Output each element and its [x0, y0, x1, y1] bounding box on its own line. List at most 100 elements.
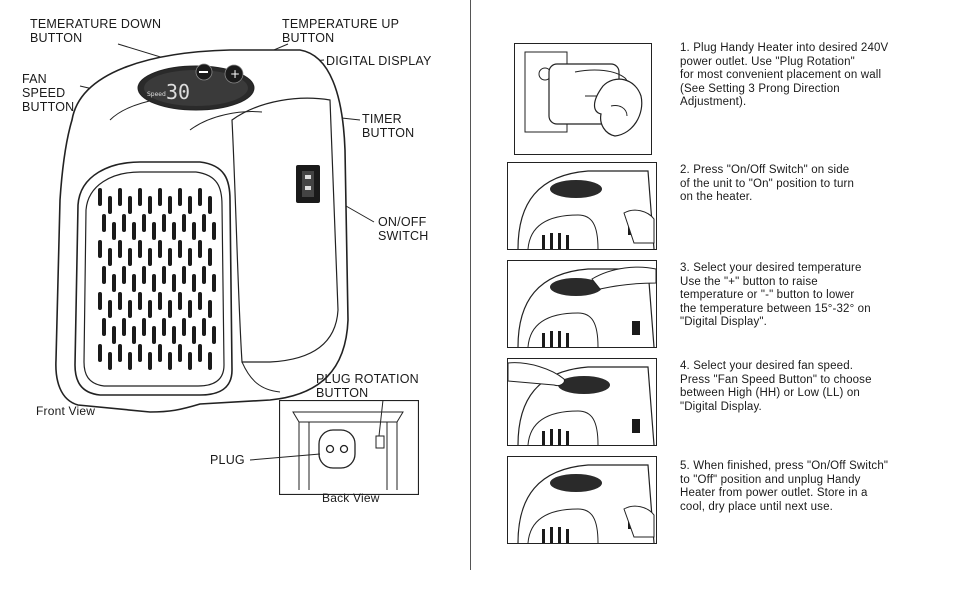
grille-slot: [188, 300, 192, 318]
grille-slot: [138, 188, 142, 206]
grille-slot: [122, 214, 126, 232]
grille-slot: [108, 248, 112, 266]
grille-slot: [202, 214, 206, 232]
grille-slot: [208, 352, 212, 370]
grille-slot: [128, 196, 132, 214]
grille-slot: [148, 352, 152, 370]
temp-up-label: TEMPERATURE UP BUTTON: [282, 17, 400, 45]
grille-slot: [202, 318, 206, 336]
grille-slot: [102, 266, 106, 284]
grille-slot: [208, 300, 212, 318]
grille-slot: [158, 344, 162, 362]
grille-slot: [212, 326, 216, 344]
grille-slot: [122, 266, 126, 284]
grille-slot: [168, 352, 172, 370]
grille-slot: [112, 326, 116, 344]
grille-slot: [132, 222, 136, 240]
hand-icon: [593, 78, 643, 137]
grille-slot: [188, 248, 192, 266]
grille-slot: [112, 222, 116, 240]
grille-slot: [198, 292, 202, 310]
grille-slot: [148, 248, 152, 266]
step-3-illustration: [507, 260, 657, 348]
grille-slot: [118, 240, 122, 258]
grille-slot: [152, 274, 156, 292]
heater-front-illustration: + 30 Speed: [55, 43, 375, 413]
grille-slot: [168, 248, 172, 266]
grille-slot: [142, 266, 146, 284]
grille-slot: [122, 318, 126, 336]
grille-slot: [108, 300, 112, 318]
step-2-text: 2. Press "On/Off Switch" on side of the …: [680, 164, 855, 204]
svg-text:+: +: [230, 67, 240, 81]
grille-slot: [102, 214, 106, 232]
grille-slot: [108, 352, 112, 370]
digital-display-label: DIGITAL DISPLAY: [326, 54, 432, 68]
grille-slot: [172, 222, 176, 240]
grille-slot: [108, 196, 112, 214]
grille-slot: [188, 196, 192, 214]
step-2-illustration: [507, 162, 657, 250]
grille-slot: [128, 248, 132, 266]
grille-slot: [128, 352, 132, 370]
step-5-text: 5. When finished, press "On/Off Switch" …: [680, 460, 889, 513]
grille-slot: [182, 266, 186, 284]
step-5-illustration: [507, 456, 657, 544]
grille-slot: [168, 196, 172, 214]
grille-slot: [182, 318, 186, 336]
grille-slot: [138, 344, 142, 362]
grille-slot: [202, 266, 206, 284]
svg-text:Speed: Speed: [147, 91, 166, 98]
grille-slot: [98, 240, 102, 258]
grille-slot: [208, 248, 212, 266]
grille-slot: [178, 240, 182, 258]
grille-slot: [178, 188, 182, 206]
step-4-illustration: [507, 358, 657, 446]
grille-slot: [162, 318, 166, 336]
grille-slot: [192, 274, 196, 292]
grille-slot: [102, 318, 106, 336]
grille-slot: [132, 274, 136, 292]
grille-slot: [212, 274, 216, 292]
grille-slot: [162, 214, 166, 232]
grille-slot: [198, 344, 202, 362]
grille-slot: [98, 188, 102, 206]
page-divider: [470, 0, 471, 570]
grille-slot: [98, 344, 102, 362]
grille-slot: [138, 292, 142, 310]
grille-slot: [112, 274, 116, 292]
grille-slot: [158, 240, 162, 258]
plug-label: PLUG: [210, 453, 245, 467]
grille-slot: [138, 240, 142, 258]
front-view-caption: Front View: [36, 404, 96, 418]
step-1-illustration: [514, 43, 652, 155]
grille-slot: [172, 274, 176, 292]
grille-slot: [178, 344, 182, 362]
step-3-text: 3. Select your desired temperature Use t…: [680, 262, 871, 329]
grille-slot: [182, 214, 186, 232]
grille-slot: [152, 222, 156, 240]
grille-slot: [98, 292, 102, 310]
onoff-switch-label: ON/OFF SWITCH: [378, 215, 429, 243]
grille-slot: [192, 222, 196, 240]
grille-slot: [162, 266, 166, 284]
plug-leader: [250, 453, 321, 461]
grille-slot: [188, 352, 192, 370]
grille-slot: [118, 292, 122, 310]
temp-down-label: TEMERATURE DOWN BUTTON: [30, 17, 162, 45]
grille-slot: [152, 326, 156, 344]
grille-slot: [178, 292, 182, 310]
grille-slot: [132, 326, 136, 344]
grille-slot: [192, 326, 196, 344]
grille-slot: [158, 292, 162, 310]
grille-slot: [118, 344, 122, 362]
plug-rotation-label: PLUG ROTATION BUTTON: [316, 372, 419, 400]
grille-slot: [148, 196, 152, 214]
grille-slot: [148, 300, 152, 318]
grille-slot: [142, 214, 146, 232]
heater-back-illustration: [279, 400, 419, 495]
fan-speed-label: FAN SPEED BUTTON: [22, 72, 75, 114]
grille-slot: [172, 326, 176, 344]
grille-slot: [142, 318, 146, 336]
step-1-text: 1. Plug Handy Heater into desired 240V p…: [680, 42, 889, 109]
